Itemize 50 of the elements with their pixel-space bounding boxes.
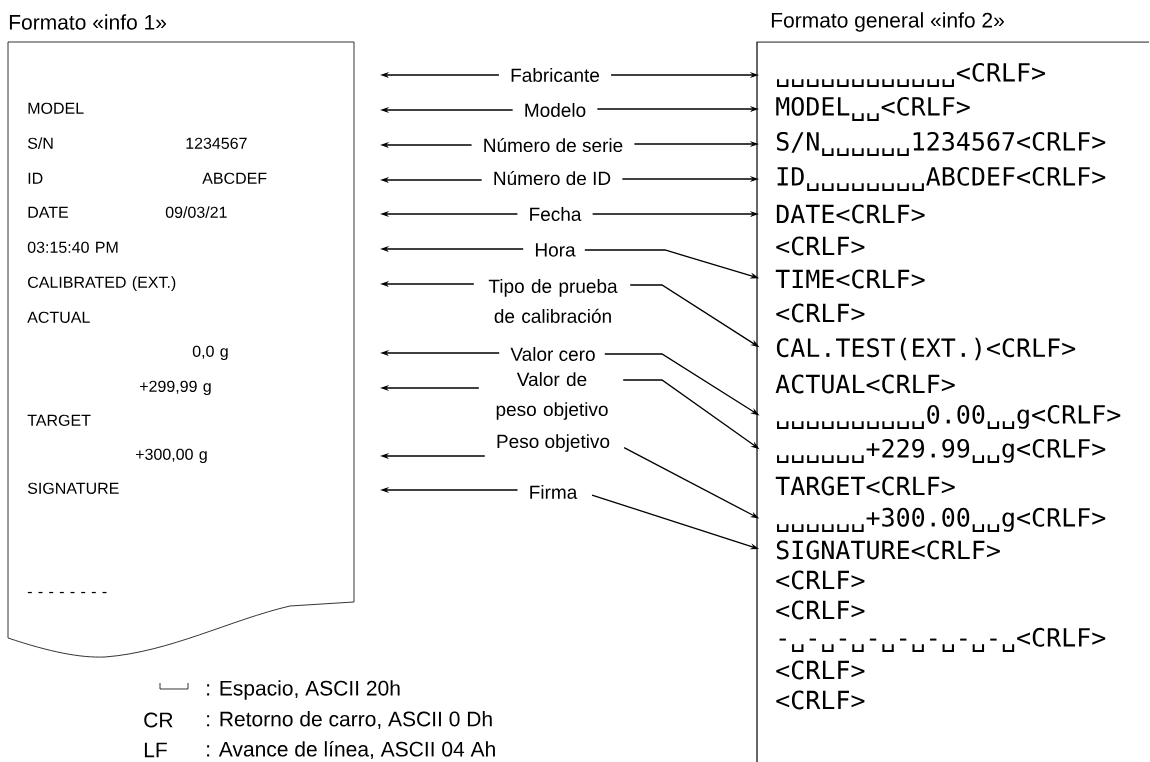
data-line: ␣␣␣␣␣␣+300.00␣␣g<CRLF>: [777, 507, 1106, 533]
data-line: ␣␣␣␣␣␣+229.99␣␣g<CRLF>: [777, 438, 1106, 464]
field-label: Valor de peso objetivo: [496, 372, 608, 420]
printout-line: S/N 1234567: [27, 137, 247, 149]
printout-line: MODEL: [28, 102, 84, 114]
data-line: ␣␣␣␣␣␣␣␣␣␣␣␣<CRLF>: [777, 62, 1046, 88]
data-line: MODEL␣␣<CRLF>: [776, 96, 970, 122]
data-line: <CRLF>: [776, 236, 865, 256]
data-line: ID␣␣␣␣␣␣␣␣ABCDEF<CRLF>: [777, 166, 1106, 192]
data-line: <CRLF>: [776, 303, 865, 323]
data-line: ␣␣␣␣␣␣␣␣␣␣0.00␣␣g<CRLF>: [777, 404, 1121, 430]
data-line: <CRLF>: [776, 660, 865, 680]
field-label: Modelo: [525, 103, 586, 117]
field-label: Valor cero: [510, 347, 595, 361]
legend-text: : Avance de línea, ASCII 04 Ah: [207, 740, 495, 760]
data-line: SIGNATURE<CRLF>: [776, 540, 1000, 560]
field-label: Peso objetivo: [497, 434, 610, 452]
data-line: TARGET<CRLF>: [775, 476, 955, 496]
printout-line: 0,0 g: [192, 345, 228, 361]
data-line: ACTUAL<CRLF>: [775, 374, 955, 394]
field-label: Firma: [530, 485, 578, 499]
data-line: DATE<CRLF>: [776, 204, 925, 224]
printout-line: 03:15:40 PM: [27, 241, 118, 253]
legend-text: : Retorno de carro, ASCII 0 Dh: [207, 711, 492, 729]
legend-text: LF: [144, 742, 167, 758]
printout-line: +299,99 g: [140, 380, 211, 396]
field-label: Número de ID: [494, 170, 611, 186]
node-label: Formato «info 1»: [9, 14, 167, 30]
printout-line: SIGNATURE: [27, 482, 119, 494]
data-line: <CRLF>: [776, 690, 865, 710]
legend-text: : Espacio, ASCII 20h: [207, 680, 400, 700]
data-line: TIME<CRLF>: [775, 269, 925, 289]
data-line: <CRLF>: [776, 600, 865, 620]
data-line: S/N␣␣␣␣␣␣1234567<CRLF>: [776, 131, 1106, 157]
field-label: Fecha: [530, 207, 582, 221]
printout-line: - - - - - - - -: [27, 591, 107, 594]
field-label: Hora: [535, 243, 576, 257]
printout-line: CALIBRATED (EXT.): [28, 276, 176, 292]
legend-text: CR: [144, 712, 173, 728]
field-label: Tipo de prueba de calibración: [488, 279, 618, 323]
printout-line: ID ABCDEF: [28, 172, 267, 184]
printout-line: TARGET: [27, 414, 91, 426]
printout-line: +300,00 g: [136, 448, 207, 464]
field-label: Fabricante: [511, 68, 600, 82]
field-label: Número de serie: [484, 137, 623, 153]
printout-line: ACTUAL: [27, 311, 90, 323]
printout-line: DATE 09/03/21: [28, 206, 227, 218]
data-line: CAL.TEST(EXT.)<CRLF>: [776, 337, 1076, 361]
data-line: <CRLF>: [776, 570, 865, 590]
data-line: -␣-␣-␣-␣-␣-␣-␣-␣<CRLF>: [779, 627, 1106, 653]
